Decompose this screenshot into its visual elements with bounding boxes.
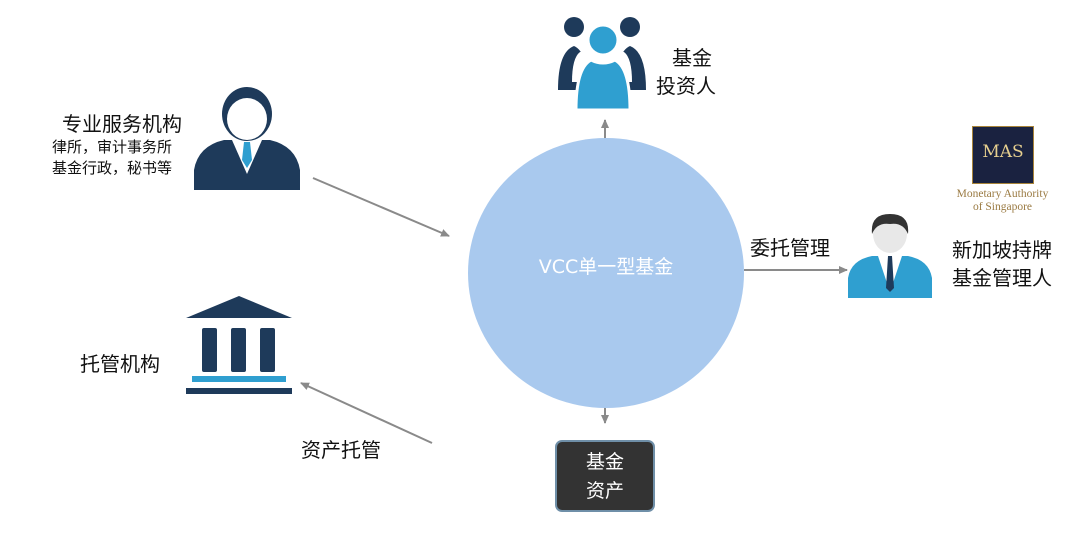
mas-caption-line1: Monetary Authority xyxy=(956,188,1049,200)
service-providers-line1: 律所，审计事务所 xyxy=(52,138,173,156)
professional-person-icon xyxy=(194,87,300,190)
mas-logo-caption: Monetary Authority of Singapore xyxy=(940,188,1065,214)
mas-logo-abbr: MAS xyxy=(982,142,1024,162)
arrow-to-custodian xyxy=(300,382,433,444)
mas-logo: MAS xyxy=(972,126,1034,184)
fund-assets-box: 基金 资产 xyxy=(555,440,655,512)
fund-manager-icon xyxy=(848,214,932,298)
mas-caption-line2: of Singapore xyxy=(972,201,1033,213)
manager-label-line1: 新加坡持牌 xyxy=(952,238,1052,262)
fund-assets-line2: 资产 xyxy=(585,480,624,502)
investors-label-line1: 基金 xyxy=(672,46,712,70)
manager-label-line2: 基金管理人 xyxy=(952,266,1052,290)
arrow-from-service-providers xyxy=(312,177,450,237)
fund-assets-line1: 基金 xyxy=(585,451,624,473)
vcc-fund-label: VCC单一型基金 xyxy=(538,256,674,278)
bank-building-icon xyxy=(186,296,292,394)
investors-group-icon xyxy=(558,17,646,112)
manager-edge-label: 委托管理 xyxy=(750,236,830,260)
custodian-edge-label: 资产托管 xyxy=(301,438,381,462)
vcc-fund-circle xyxy=(468,138,744,408)
custodian-title: 托管机构 xyxy=(80,352,160,376)
investors-label-line2: 投资人 xyxy=(656,74,716,98)
service-providers-line2: 基金行政，秘书等 xyxy=(52,159,173,177)
service-providers-title: 专业服务机构 xyxy=(62,112,182,136)
